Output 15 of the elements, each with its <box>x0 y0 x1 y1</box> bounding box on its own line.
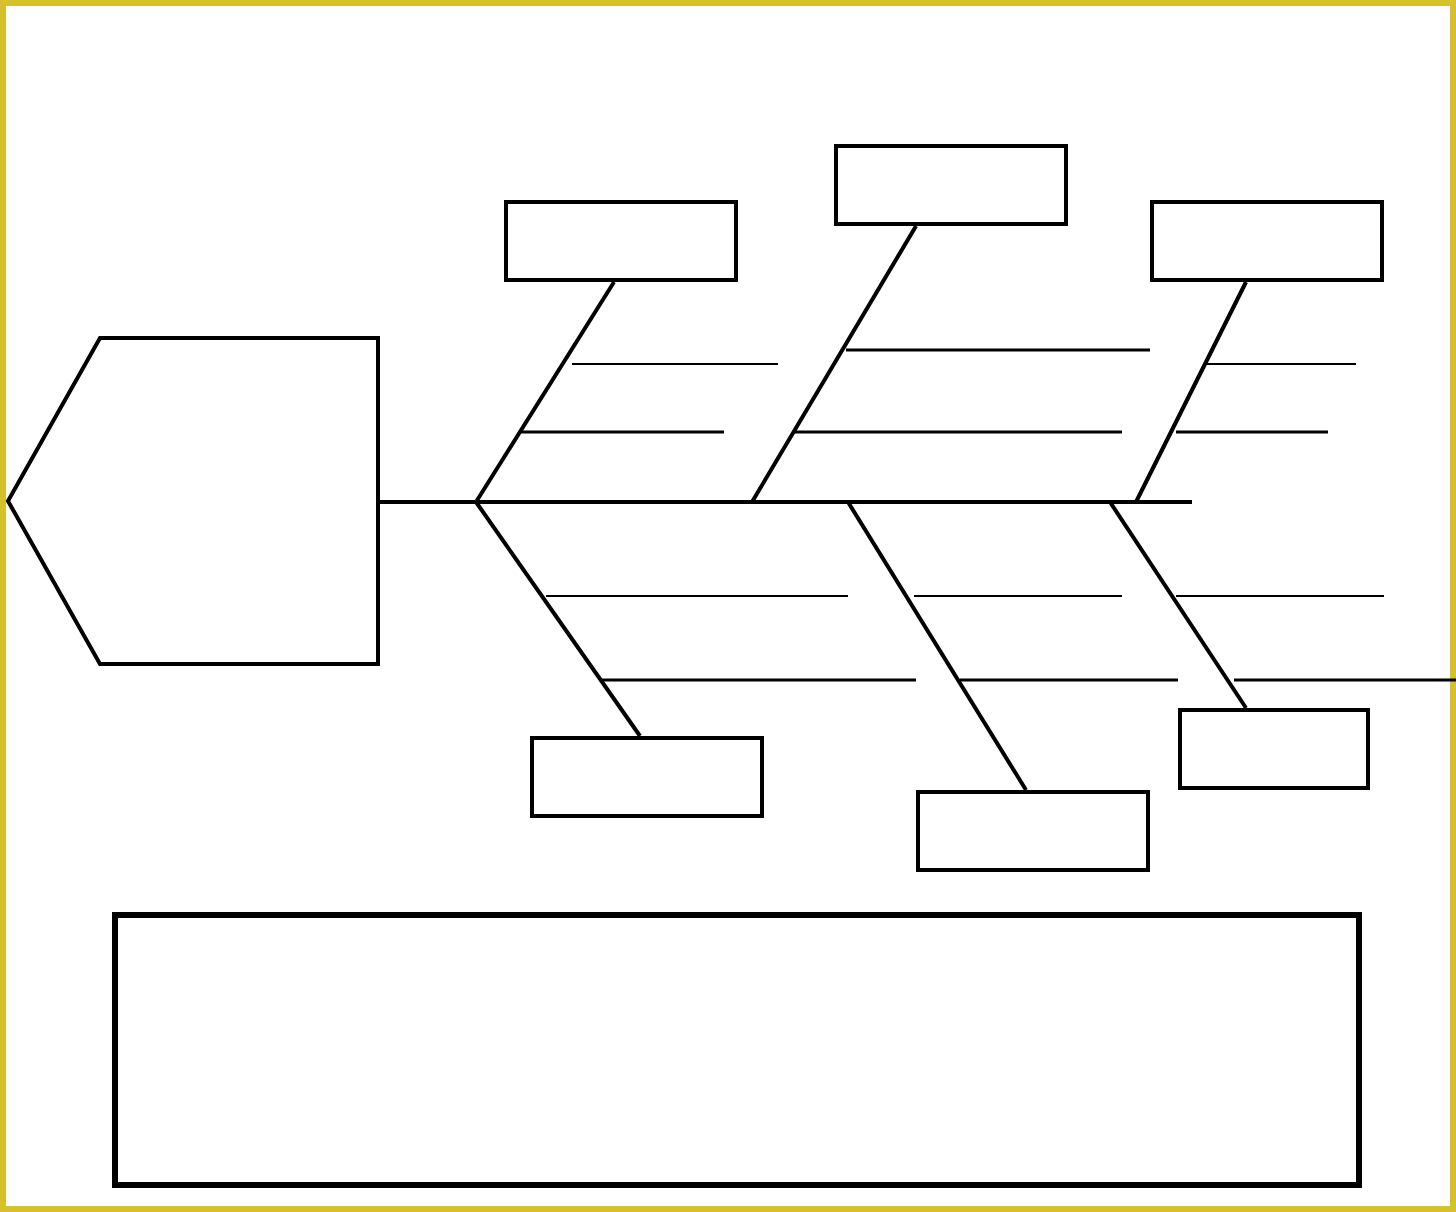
category-box <box>834 144 1068 226</box>
category-box <box>504 200 738 282</box>
category-box <box>916 790 1150 872</box>
category-box <box>1178 708 1370 790</box>
fish-bone <box>750 224 918 504</box>
fish-spine <box>380 500 1192 504</box>
notes-box <box>112 912 1362 1188</box>
category-box <box>1150 200 1384 282</box>
fish-bone <box>474 280 616 504</box>
fish-bone <box>1134 281 1248 503</box>
fish-bone <box>846 500 1028 792</box>
fish-bone <box>474 500 642 738</box>
category-box <box>530 736 764 818</box>
fish-head-pentagon <box>5 336 380 666</box>
fish-bone <box>1108 500 1248 710</box>
